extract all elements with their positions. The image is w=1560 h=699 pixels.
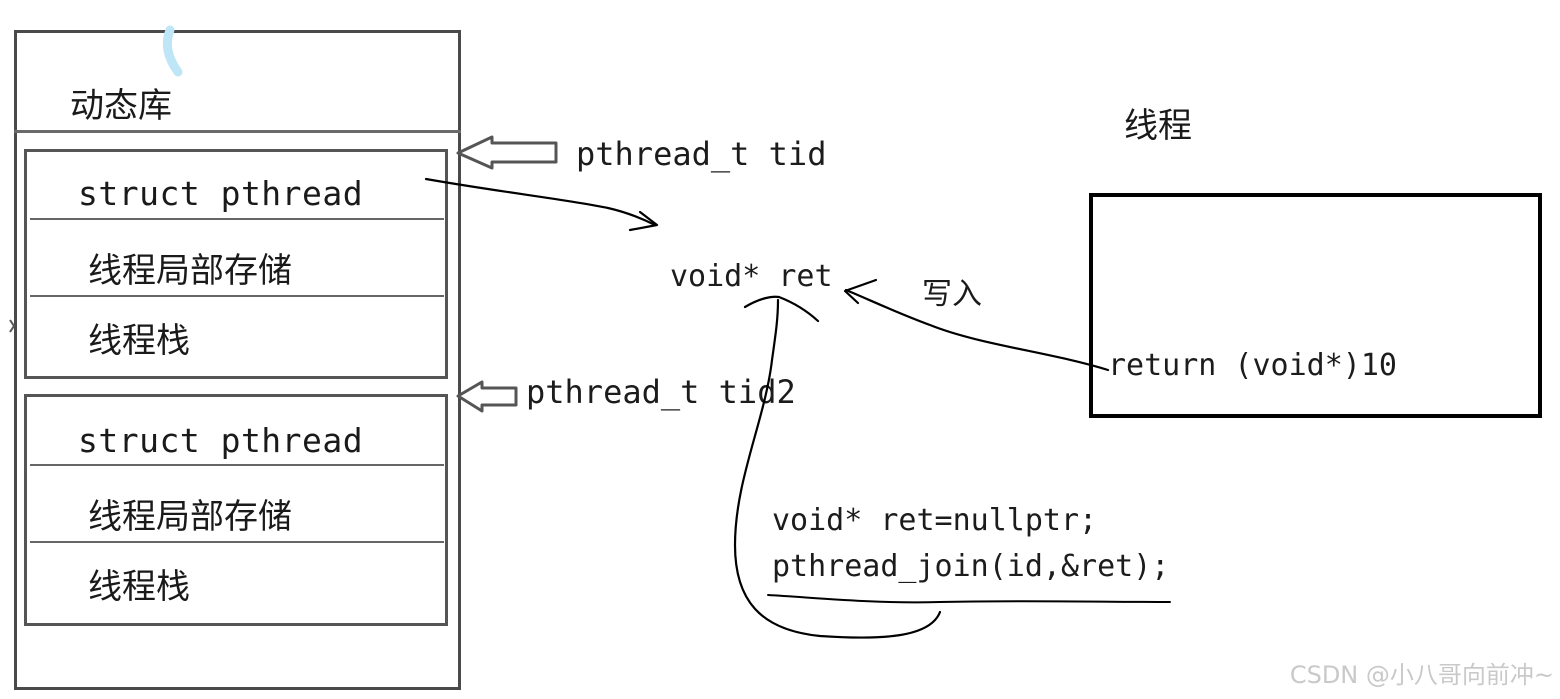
edge-mark <box>9 319 16 333</box>
thread1-divider-2 <box>30 295 444 297</box>
tid2-label: pthread_t tid2 <box>526 373 796 411</box>
return-to-ret-arrow <box>844 288 1110 372</box>
tid-block-arrow <box>456 135 558 170</box>
struct-to-ret-arrowhead <box>628 210 659 232</box>
watermark: CSDN @小八哥向前冲~ <box>1289 661 1554 689</box>
join-to-ret-arrowhead <box>743 295 820 323</box>
thread2-struct-pthread: struct pthread <box>78 421 364 460</box>
tid-label: pthread_t tid <box>576 135 827 173</box>
blue-smudge <box>162 25 183 77</box>
join-code-line2: pthread_join(id,&ret); <box>772 549 1170 584</box>
thread2-tls-label: 线程局部存储 <box>88 497 292 537</box>
thread1-block <box>24 149 448 379</box>
thread2-stack-label: 线程栈 <box>88 567 190 607</box>
thread2-divider-1 <box>30 464 444 466</box>
struct-to-ret-arrow <box>424 177 657 227</box>
return-statement: return (void*)10 <box>1108 348 1397 383</box>
join-code-line1: void* ret=nullptr; <box>772 503 1098 538</box>
write-label: 写入 <box>922 277 982 312</box>
thread1-stack-label: 线程栈 <box>88 321 190 361</box>
thread1-struct-pthread: struct pthread <box>78 174 364 213</box>
return-to-ret-arrowhead <box>843 278 878 305</box>
thread1-divider-1 <box>30 218 444 220</box>
thread-title: 线程 <box>1124 106 1192 146</box>
join-to-ret-loop <box>733 298 942 639</box>
library-divider <box>14 130 461 133</box>
thread-box <box>1089 193 1542 418</box>
thread2-block <box>24 394 448 626</box>
thread1-tls-label: 线程局部存储 <box>88 251 292 291</box>
join-code-underline <box>767 594 1171 604</box>
ret-variable: void* ret <box>670 259 833 294</box>
thread2-divider-2 <box>30 541 444 543</box>
tid2-block-arrow <box>456 380 518 413</box>
dynamic-library-label: 动态库 <box>70 86 172 126</box>
memory-region <box>14 30 461 690</box>
